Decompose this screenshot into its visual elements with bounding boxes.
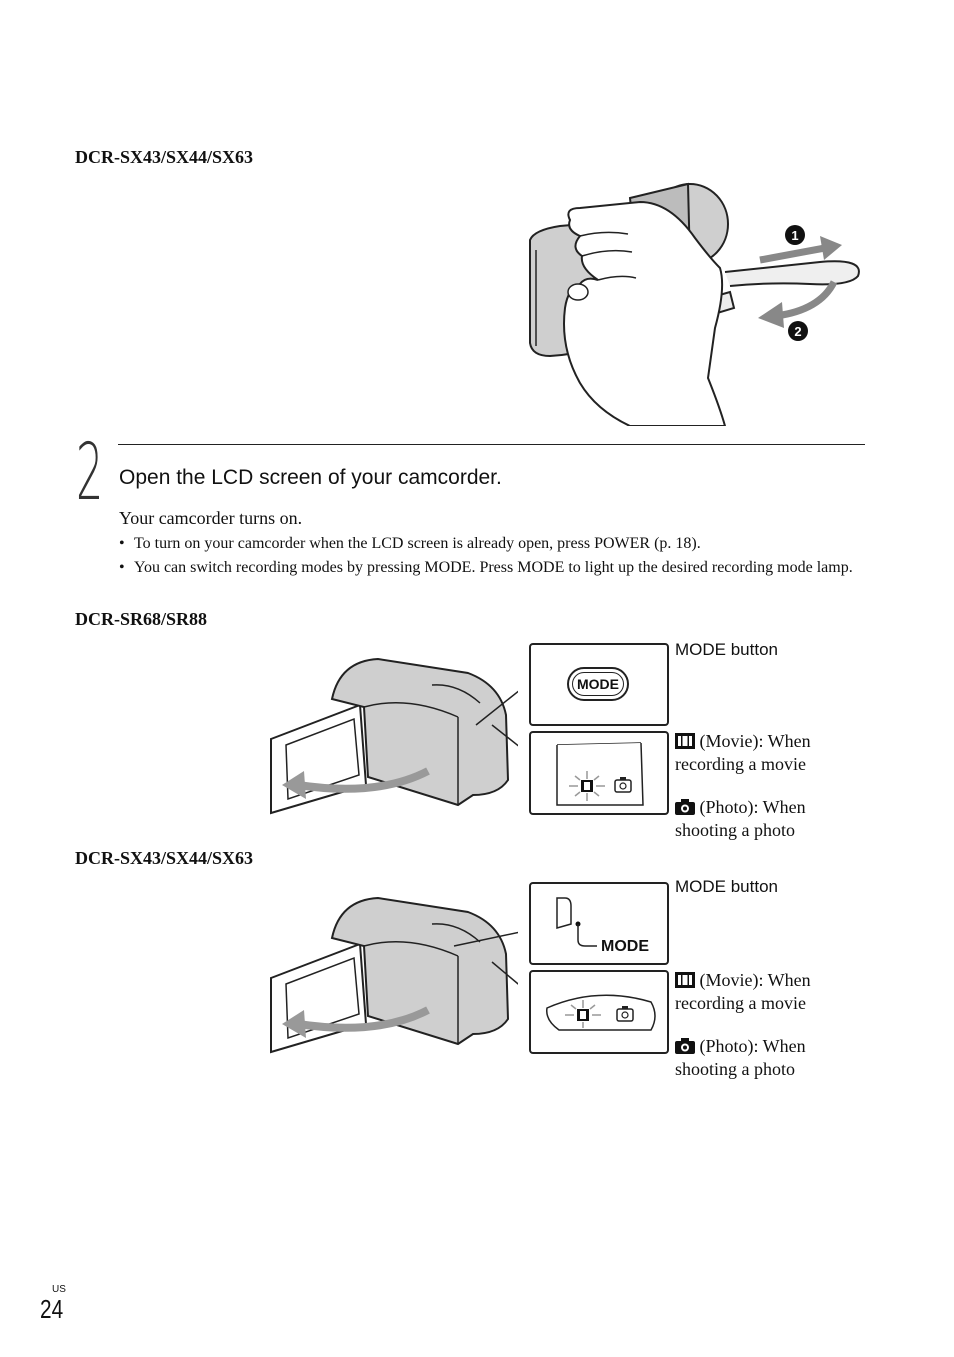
step-marker-1-icon (785, 225, 805, 245)
step-marker-2-icon (788, 321, 808, 341)
step-divider (118, 444, 865, 445)
model-heading-sr: DCR-SR68/SR88 (75, 609, 208, 629)
movie-mode-desc-sx: recording a movie (675, 993, 806, 1013)
photo-lamp-icon (614, 777, 632, 793)
mode-button-label-sx: MODE button (675, 877, 778, 896)
grip-strap-illustration: 1 2 (529, 182, 860, 426)
movie-mode-label-sr: (Movie): When (675, 730, 811, 752)
mode-button-label: MODE (572, 672, 624, 696)
mode-lamp-panel (546, 994, 656, 1031)
step-marker-1-label: 1 (791, 228, 798, 243)
page-region-code: US (52, 1284, 66, 1295)
film-icon (675, 972, 695, 988)
mode-button-label-sr: MODE button (675, 640, 778, 659)
model-heading-sx: DCR-SX43/SX44/SX63 (75, 848, 254, 868)
bullet-item: •You can switch recording modes by press… (119, 559, 853, 576)
camera-icon (675, 1038, 695, 1054)
movie-lamp-icon (565, 1000, 601, 1028)
camcorder-sx-illustration (270, 896, 518, 1054)
mode-button-callout-sx: MODE (529, 882, 669, 965)
step-marker-2-label: 2 (794, 324, 801, 339)
mode-lamp-panel (556, 742, 644, 806)
mode-lamp-callout-sx (529, 970, 669, 1054)
photo-lamp-icon (616, 1006, 634, 1022)
photo-mode-label-sr: (Photo): When (675, 796, 806, 818)
step-lead-text: Your camcorder turns on. (119, 508, 303, 528)
page-number: 24 (40, 1294, 64, 1324)
movie-mode-label-sx: (Movie): When (675, 969, 811, 991)
photo-mode-desc-sx: shooting a photo (675, 1059, 795, 1079)
model-heading-top: DCR-SX43/SX44/SX63 (75, 147, 254, 167)
mode-button-callout-sr: MODE (529, 643, 669, 726)
photo-mode-label-sx: (Photo): When (675, 1035, 806, 1057)
photo-mode-desc-sr: shooting a photo (675, 820, 795, 840)
mode-lamp-callout-sr (529, 731, 669, 815)
movie-lamp-icon (569, 771, 605, 801)
mode-button-label: MODE (601, 938, 649, 955)
camcorder-sr-illustration (270, 657, 518, 815)
step-number: 2 (76, 428, 104, 518)
bullet-item: •To turn on your camcorder when the LCD … (119, 535, 701, 552)
film-icon (675, 733, 695, 749)
mode-button[interactable]: MODE (567, 667, 629, 701)
step-title: Open the LCD screen of your camcorder. (119, 466, 502, 489)
mode-button-side[interactable] (531, 884, 667, 963)
camera-icon (675, 799, 695, 815)
movie-mode-desc-sr: recording a movie (675, 754, 806, 774)
